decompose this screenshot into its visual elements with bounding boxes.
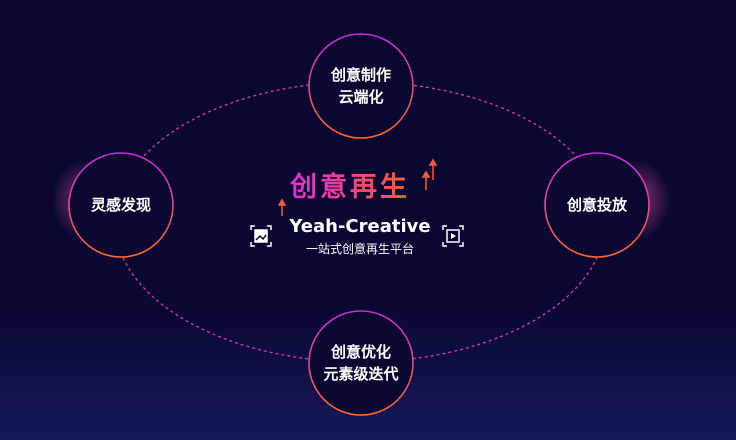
node-label: 元素级迭代: [323, 365, 399, 383]
node-label: 创意投放: [566, 196, 627, 214]
node-ring-top: [308, 33, 414, 139]
center-subtitle-en: Yeah-Creative: [289, 216, 431, 237]
node-creative-production: 创意制作 云端化: [309, 34, 413, 138]
arrow-up-icon: [277, 158, 438, 216]
node-label: 灵感发现: [90, 196, 151, 214]
node-label: 创意制作: [330, 66, 391, 84]
node-inspiration-discovery: 灵感发现: [69, 153, 173, 257]
node-label: 创意优化: [330, 343, 391, 361]
node-ring-left: [68, 152, 174, 258]
center-subtitle-cn: 一站式创意再生平台: [305, 242, 414, 256]
node-ring-bottom: [308, 310, 414, 416]
image-icon: [250, 225, 272, 247]
node-ring-right: [544, 152, 650, 258]
center-title: 创意再生: [290, 172, 430, 204]
node-label: 云端化: [338, 88, 384, 106]
video-play-icon: [442, 225, 464, 247]
node-creative-delivery: 创意投放: [545, 153, 649, 257]
node-creative-optimization: 创意优化 元素级迭代: [309, 311, 413, 415]
